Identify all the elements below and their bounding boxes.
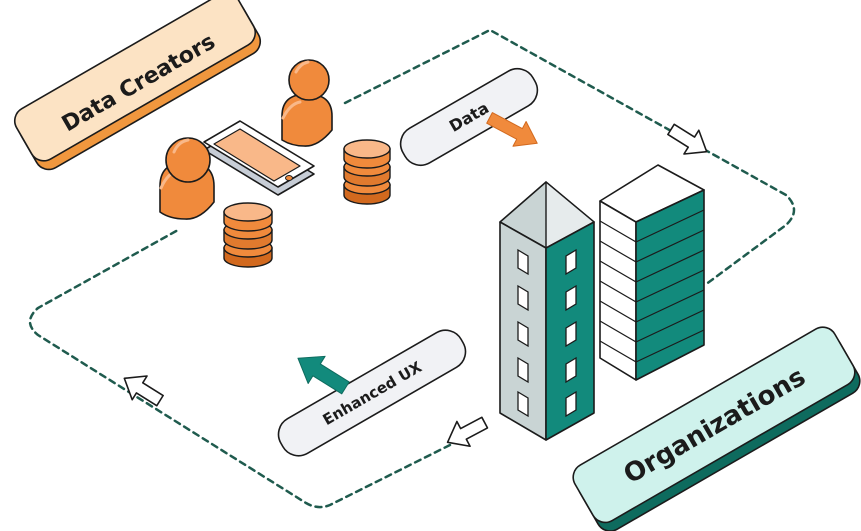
data-pill: Data: [399, 67, 539, 167]
data-creators-badge: Data Creators: [13, 0, 262, 171]
database-icon: [343, 139, 391, 205]
loop-arrow-bottom-left-icon: [123, 375, 164, 407]
person-icon: [159, 137, 215, 220]
enhanced-ux-pill: Enhanced UX: [277, 329, 467, 457]
phone-icon: [203, 120, 315, 196]
server-slots: [599, 209, 705, 363]
person-icon: [281, 59, 333, 147]
building-windows: [517, 248, 577, 418]
loop-arrow-bottom-center-icon: [446, 416, 489, 448]
database-icon: [223, 202, 273, 268]
loop-arrow-top-right-icon: [667, 123, 708, 155]
data-arrow-icon: [486, 112, 538, 147]
enhanced-ux-arrow-icon: [297, 355, 350, 395]
office-building-icon: [499, 181, 595, 441]
dashed-cycle-loop: [28, 28, 796, 509]
server-rack-icon: [599, 164, 705, 381]
